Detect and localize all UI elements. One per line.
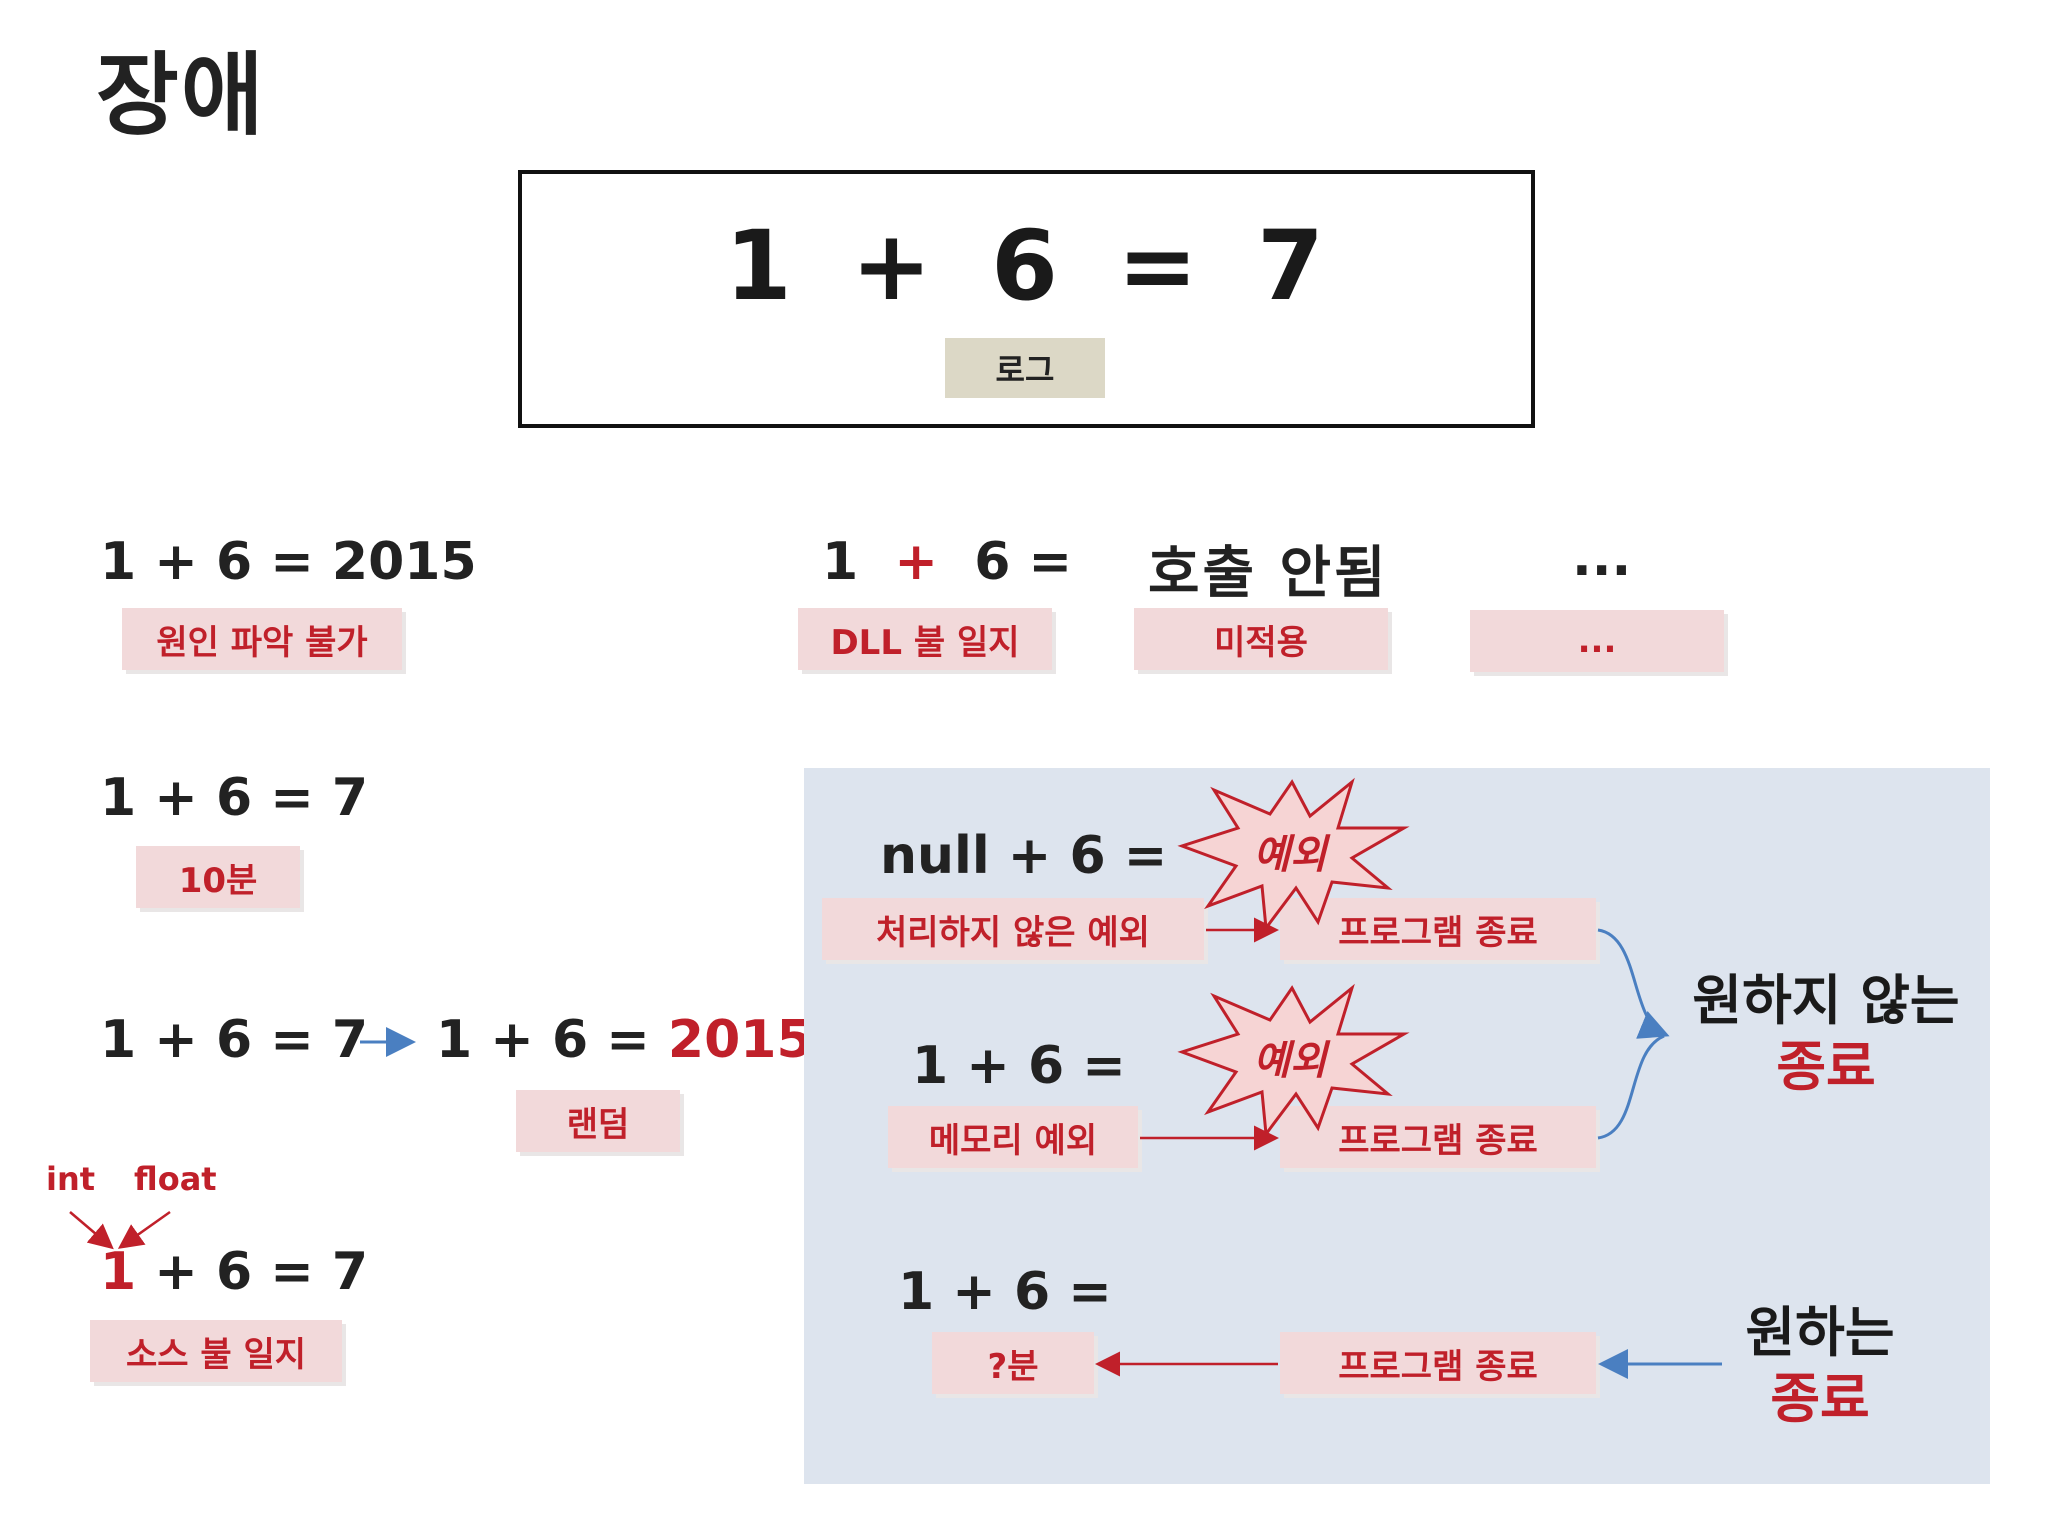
unhandled-exception-label: 처리하지 않은 예외 (822, 898, 1204, 960)
page-title: 장애 (96, 43, 266, 148)
end1-to-unwanted-curve (1597, 928, 1670, 1039)
case-not-applied-label: 미적용 (1134, 608, 1388, 670)
bottom-expression: 1 + 6 = (898, 1262, 1112, 1322)
program-end-label-1: 프로그램 종료 (1280, 898, 1596, 960)
case-more-label: ... (1470, 610, 1724, 672)
case-source-operand: 1 (100, 1242, 137, 1302)
exception-burst-icon-1 (1177, 777, 1410, 933)
case-source-expression: 1 + 6 = 7 (100, 1242, 368, 1302)
log-label: 로그 (945, 338, 1105, 398)
unwanted-termination: 원하지 않는 종료 (1676, 968, 1976, 1100)
wanted-termination-word: 종료 (1770, 1367, 1870, 1430)
program-end-label-3: 프로그램 종료 (1280, 1332, 1596, 1394)
case-2015-expression: 1 + 6 = 2015 (100, 532, 477, 592)
type-int-label: int (46, 1160, 96, 1198)
exception-burst-text-2: 예외 (1253, 1038, 1331, 1084)
wanted-text: 원하는 (1745, 1301, 1895, 1364)
memory-expression: 1 + 6 = (912, 1036, 1126, 1096)
case-10min-expression: 1 + 6 = 7 (100, 768, 369, 828)
end2-to-unwanted-curve (1597, 1034, 1665, 1140)
case-10min-label: 10분 (136, 846, 300, 908)
exception-burst-text-1: 예외 (1253, 832, 1331, 878)
unwanted-termination-word: 종료 (1776, 1035, 1876, 1098)
float-arrow (117, 1210, 171, 1249)
memory-exception-label: 메모리 예외 (888, 1106, 1138, 1168)
case-random-result: 2015 (667, 1010, 813, 1070)
unknown-minutes-label: ?분 (932, 1332, 1094, 1394)
case-random-right-operands: 1 + 6 = (436, 1010, 668, 1070)
case-dll-operand-b: 6 = (974, 532, 1073, 592)
case-dll-plus: + (894, 532, 938, 592)
int-arrow (69, 1211, 114, 1250)
program-end-label-2: 프로그램 종료 (1280, 1106, 1596, 1168)
case-dll-expression: 1 + 6 = (822, 532, 1072, 592)
wanted-termination: 원하는 종료 (1700, 1300, 1940, 1432)
unwanted-text: 원하지 않는 (1692, 969, 1960, 1032)
case-not-called-expression: 호출 안됨 (1148, 541, 1389, 606)
case-source-rest: + 6 = 7 (136, 1242, 369, 1302)
case-more-expression: ... (1572, 528, 1632, 588)
case-random-right-expression: 1 + 6 = 2015 (436, 1010, 813, 1070)
main-equation: 1 + 6 = 7 (725, 210, 1328, 322)
case-2015-label: 원인 파악 불가 (122, 608, 402, 670)
case-random-label: 랜덤 (516, 1090, 680, 1152)
null-expression: null + 6 = (880, 826, 1168, 886)
case-source-label: 소스 불 일지 (90, 1320, 342, 1382)
case-random-left-expression: 1 + 6 = 7 (100, 1010, 369, 1070)
case-dll-operand-a: 1 (822, 532, 859, 592)
case-dll-label: DLL 불 일지 (798, 608, 1052, 670)
type-float-label: float (134, 1160, 217, 1198)
exception-burst-icon-2 (1177, 983, 1410, 1139)
